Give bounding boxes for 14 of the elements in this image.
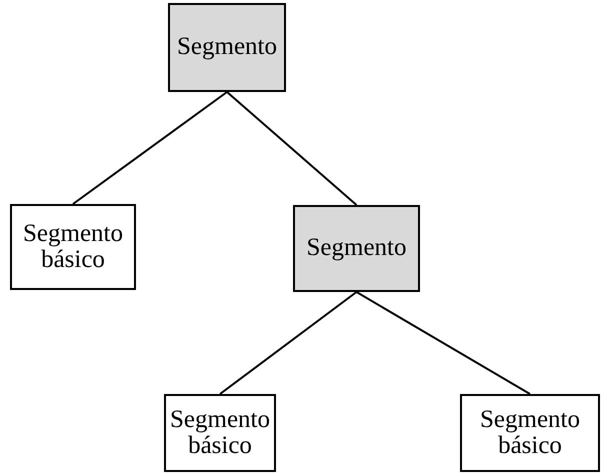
- shaded-box: [168, 3, 286, 92]
- shaded-box: [293, 205, 420, 292]
- process-box: [10, 204, 136, 290]
- connector-line: [72, 91, 228, 205]
- node-label: Segmento básico: [22, 220, 124, 274]
- process-box: [460, 394, 600, 472]
- node-label: Segmento básico: [169, 406, 271, 460]
- node-label: Segmento básico: [479, 406, 581, 460]
- connector-line: [356, 291, 530, 395]
- connector-line: [219, 291, 358, 395]
- process-box: [164, 394, 276, 472]
- connector-line: [226, 91, 358, 206]
- node-label: Segmento: [177, 34, 277, 61]
- node-label: Segmento: [306, 235, 406, 262]
